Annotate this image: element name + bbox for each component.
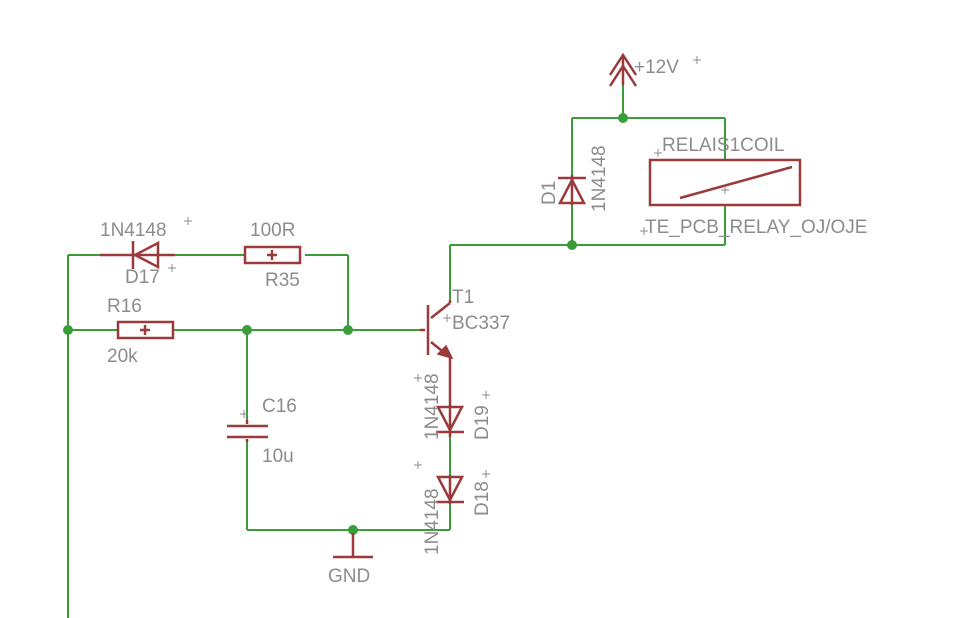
junction-dot [567,240,577,250]
junction-dot [348,525,358,535]
transistor-t1: T1 BC337 [420,287,510,408]
d17-name: D17 [125,267,160,288]
ground-symbol: GND [328,533,373,587]
r16-value: 20k [107,346,138,367]
supply-label: +12V [634,57,679,78]
junction-dot [618,113,628,123]
c16-value: 10u [262,446,294,467]
d1-name: D1 [539,181,560,205]
relay-coil: RELAIS1COIL TE_PCB_RELAY_OJ/OJE [640,135,867,238]
junction-dot [242,325,252,335]
junction-dot [63,325,73,335]
d18-name: D18 [472,481,493,516]
d1-value: 1N4148 [589,145,610,212]
relay-package: TE_PCB_RELAY_OJ/OJE [645,217,867,238]
diode-d1: D1 1N4148 [539,145,610,212]
capacitor-c16: C16 10u [227,396,297,467]
wires [67,85,726,618]
r16-name: R16 [107,296,142,317]
junctions [63,113,628,535]
resistor-r35: 100R R35 [243,220,302,291]
junction-dot [343,325,353,335]
d17-value: 1N4148 [100,220,167,241]
t1-name: T1 [452,287,474,308]
r35-name: R35 [265,270,300,291]
diode-d19: 1N4148 D19 [414,373,493,440]
diode-d18: 1N4148 D18 [414,461,493,555]
d19-name: D19 [472,405,493,440]
t1-value: BC337 [452,313,510,334]
d18-value: 1N4148 [422,488,443,555]
diode-d17: 1N4148 D17 [100,217,192,288]
d19-value: 1N4148 [422,373,443,440]
r35-value: 100R [250,220,295,241]
resistor-r16: R16 20k [107,296,175,367]
relay-name: RELAIS1COIL [662,135,785,156]
c16-name: C16 [262,396,297,417]
ground-label: GND [328,566,370,587]
supply-symbol: +12V [608,52,701,87]
